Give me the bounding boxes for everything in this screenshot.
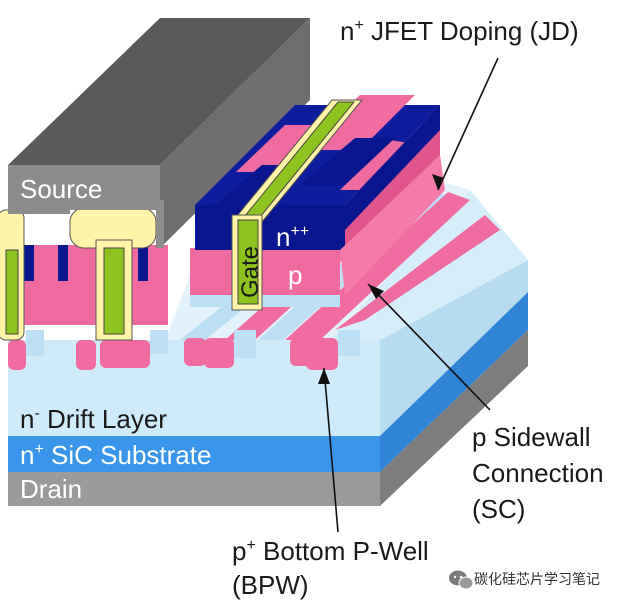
drift-pillar bbox=[26, 330, 44, 356]
gate-label: Gate bbox=[237, 246, 264, 298]
sidewall-arrow bbox=[367, 283, 491, 411]
p-region-label: p bbox=[288, 260, 302, 290]
p-region-front bbox=[190, 248, 340, 298]
n-plus-left-b bbox=[58, 245, 68, 281]
jfet-doping-arrow bbox=[437, 57, 499, 191]
drift-under-p bbox=[190, 295, 340, 307]
sidewall-label-line2: Connection bbox=[472, 458, 604, 488]
source-metal-side bbox=[160, 18, 310, 248]
layer-labels: n- Drift Layer n+ SiC Substrate Drain bbox=[20, 404, 211, 504]
drift-pillar bbox=[234, 330, 256, 358]
left-cells bbox=[0, 207, 168, 341]
bpw-arrowhead bbox=[318, 368, 330, 384]
arrowheads bbox=[318, 174, 444, 384]
drift-pillar bbox=[150, 330, 168, 354]
n-plus-plus-label: n++ bbox=[276, 222, 309, 252]
jfet-doping-label: n+ JFET Doping (JD) bbox=[340, 16, 579, 46]
substrate-layer-front bbox=[8, 436, 380, 472]
substrate-layer-label: n+ SiC Substrate bbox=[20, 440, 211, 470]
cell-side-face-blue bbox=[345, 105, 440, 230]
source-label: Source bbox=[20, 174, 102, 204]
sidewall-label-line1: p Sidewall bbox=[472, 422, 591, 452]
source-metal-top bbox=[8, 18, 310, 165]
sidewall-arrowhead bbox=[368, 284, 384, 299]
watermark-text: 碳化硅芯片学习笔记 bbox=[474, 572, 600, 588]
bpw-bump bbox=[76, 340, 96, 370]
watermark: 碳化硅芯片学习笔记 bbox=[449, 570, 600, 590]
source-metal-front-lower bbox=[8, 200, 70, 214]
drain-layer-front bbox=[8, 472, 380, 506]
source-metal-front-lower bbox=[156, 200, 164, 248]
substrate-layer-side bbox=[380, 292, 528, 472]
wechat-icon bbox=[449, 570, 474, 590]
right-cell: Gate n++ p bbox=[190, 95, 445, 311]
source-metal: Source bbox=[8, 18, 310, 248]
bpw-bump bbox=[204, 338, 234, 368]
bpw-bump bbox=[100, 340, 150, 368]
n-plus-plus-block bbox=[300, 138, 395, 185]
bpw-bump bbox=[306, 338, 338, 370]
bpw-label-line1: p+ Bottom P-Well bbox=[232, 536, 429, 566]
bpw-bump bbox=[184, 338, 206, 366]
jfet-arrowhead bbox=[432, 174, 444, 190]
n-plus-left-a bbox=[24, 245, 34, 281]
n-plus-left-c bbox=[138, 245, 148, 281]
jfet-doping-region bbox=[340, 155, 445, 295]
drain-layer-side bbox=[380, 330, 528, 506]
drift-layer-side bbox=[380, 260, 528, 436]
front-p-wells bbox=[8, 330, 360, 370]
gate-poly-front bbox=[237, 219, 259, 305]
sidewall-stripe-3 bbox=[335, 215, 500, 330]
callout-labels: n+ JFET Doping (JD) p Sidewall Connectio… bbox=[232, 16, 604, 600]
sidewall-label-line3: (SC) bbox=[472, 494, 525, 524]
gate-poly-left bbox=[5, 249, 19, 335]
drift-layer-label: n- Drift Layer bbox=[20, 404, 167, 434]
bpw-label-line2: (BPW) bbox=[232, 570, 309, 600]
callouts bbox=[323, 57, 499, 533]
bpw-bump bbox=[8, 340, 26, 370]
gate-poly-mid bbox=[103, 247, 125, 335]
drain-layer-label: Drain bbox=[20, 474, 82, 504]
bpw-arrow bbox=[323, 367, 339, 533]
drift-pillar bbox=[338, 330, 360, 356]
